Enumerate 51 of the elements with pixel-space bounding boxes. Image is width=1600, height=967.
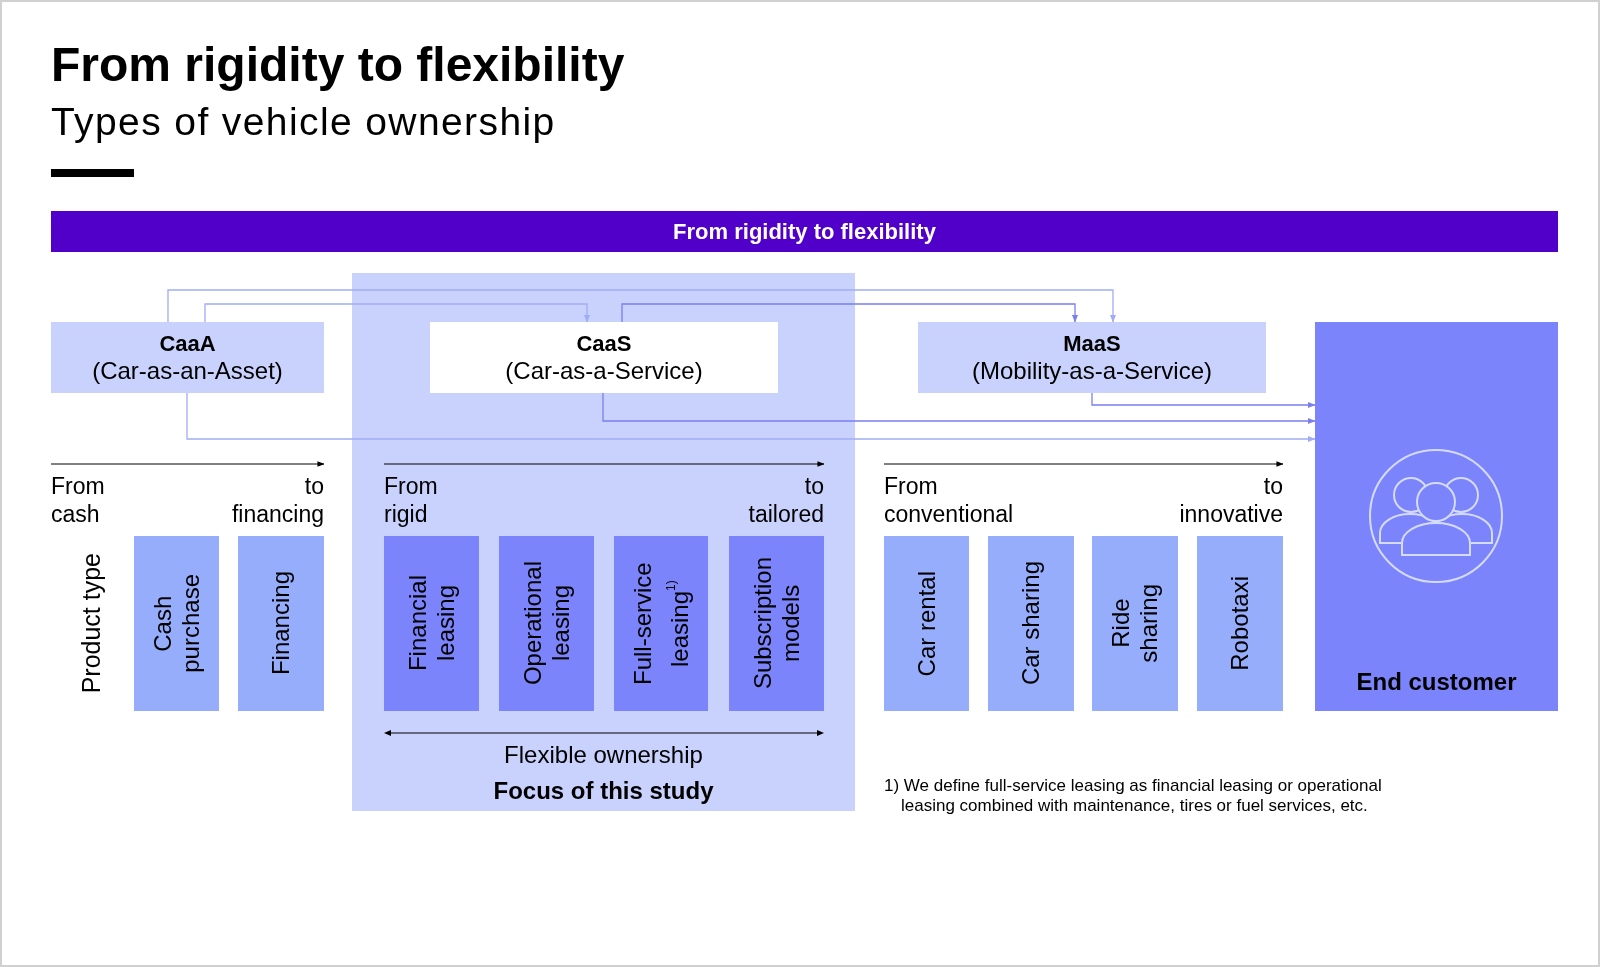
connector-arrow (204, 303, 591, 323)
category-description: (Car-as-a-Service) (505, 357, 703, 385)
product-box (499, 536, 594, 711)
product-box (384, 536, 479, 711)
product-box (238, 536, 324, 711)
range-end-label: to innovative (1179, 472, 1283, 528)
banner (51, 211, 1558, 252)
product-box (614, 536, 708, 711)
product-box (729, 536, 824, 711)
connector-arrow (1091, 392, 1316, 409)
category-description: (Mobility-as-a-Service) (971, 357, 1212, 385)
footnote: 1) We define full-service leasing as financial leasing or operational leasing combined with maintenance, tires or fuel services, etc. (884, 776, 1383, 816)
product-label: Car rental (912, 570, 941, 677)
focus-caption: Focus of this study (493, 776, 714, 806)
range-end-label: to tailored (748, 472, 824, 528)
subtitle: Types of vehicle ownership (51, 99, 556, 144)
category-description: (Car-as-an-Asset) (92, 357, 283, 385)
category-box (430, 322, 778, 393)
product-label: Financing (267, 571, 295, 676)
connector-arrow (167, 289, 1117, 323)
range-end-label: to financing (231, 472, 324, 528)
product-box (1092, 536, 1178, 711)
product-label: Robotaxi (1226, 576, 1254, 671)
product-box (1197, 536, 1283, 711)
range-start-label: From cash (51, 472, 105, 528)
product-box (988, 536, 1074, 711)
product-label: Car sharing (1017, 561, 1045, 686)
title: From rigidity to flexibility (51, 37, 625, 92)
product-label: Operational leasing (518, 561, 575, 686)
connector-arrow (621, 303, 1079, 323)
category-box (918, 322, 1266, 393)
product-label: Cash purchase (148, 574, 205, 673)
product-label: Subscription models (748, 557, 805, 690)
category-box (51, 322, 324, 393)
product-box (884, 536, 969, 711)
category-name: CaaA (159, 330, 216, 357)
category-name: CaaS (576, 330, 632, 357)
category-name: MaaS (1063, 330, 1121, 357)
connector-arrow (602, 392, 1316, 425)
customer-label: End customer (1356, 667, 1517, 697)
customer-box (1315, 322, 1558, 711)
range-start-label: From rigid (384, 472, 438, 528)
product-label: Ride sharing (1107, 584, 1163, 663)
range-start-label: From conventional (884, 472, 1014, 528)
connector-arrow (186, 392, 1316, 443)
product-label: Financial leasing (403, 575, 460, 672)
banner-title: From rigidity to flexibility (673, 218, 936, 245)
product-box (134, 536, 219, 711)
focus-band (352, 273, 855, 811)
range-caption: Flexible ownership (504, 740, 703, 770)
axis-label: Product type (77, 553, 105, 694)
